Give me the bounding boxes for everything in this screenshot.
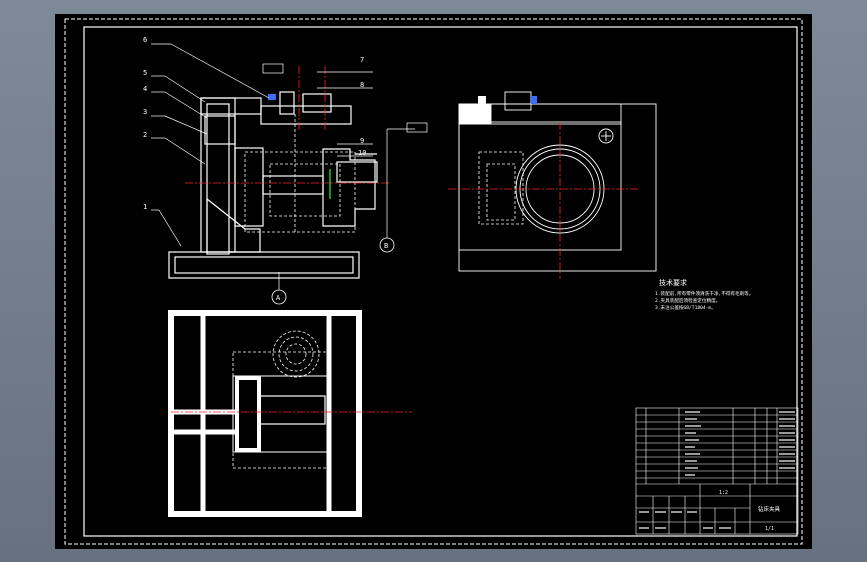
part-number-9: 9: [360, 137, 364, 145]
top-view-shaft: [258, 395, 326, 425]
callout-b-circle: [379, 237, 395, 253]
side-bushing-2: [504, 91, 532, 111]
title-block-sheet: 1/1: [765, 526, 774, 532]
column-inner: [206, 103, 230, 255]
top-view-hidden: [232, 330, 330, 469]
front-view-hidden: [244, 114, 356, 234]
side-view-frame: [458, 103, 657, 272]
shaft: [262, 175, 324, 195]
front-view-centerlines: [185, 66, 391, 184]
title-block-scale: 1:2: [719, 490, 728, 496]
part-number-7: 7: [360, 56, 364, 64]
title-block-designation: 钻床夹具: [758, 505, 781, 513]
workpiece: [322, 148, 376, 227]
part-number-3: 3: [143, 108, 147, 116]
side-pin-hole: [598, 128, 614, 144]
hidden-bore: [269, 163, 341, 217]
cad-drawing: 6 5 4 3 2 1 7 8 9 10 A B: [64, 18, 803, 545]
sheet-border-inner: [83, 26, 798, 537]
side-blue-marker: [531, 96, 537, 104]
part-number-1: 1: [143, 203, 147, 211]
title-block: [635, 407, 799, 535]
part-number-5: 5: [143, 69, 147, 77]
note-line-3: 3.未注公差按GB/T1804-m。: [655, 304, 716, 311]
note-line-1: 1.装配前,所有零件须清洗干净,不得有毛刺等。: [655, 290, 753, 297]
parts-list-text-marks: [639, 411, 795, 529]
side-body: [458, 121, 622, 251]
base-plate: [168, 251, 360, 279]
callout-a-circle: [271, 289, 287, 305]
side-hidden-slot: [478, 151, 524, 225]
bushing-1: [279, 91, 295, 115]
parts-list-rows: [636, 414, 798, 479]
callout-a-label: A: [276, 294, 281, 302]
side-view: [458, 103, 657, 272]
part-number-10: 10: [358, 149, 366, 157]
parts-list-columns: [645, 408, 778, 484]
notes-title: 技术要求: [659, 278, 687, 287]
side-bushing-1: [478, 96, 486, 110]
side-view-hidden: [478, 151, 524, 225]
column: [200, 97, 236, 253]
side-block: [458, 103, 492, 125]
hidden-outline: [244, 151, 356, 233]
drawing-canvas: 6 5 4 3 2 1 7 8 9 10 A B: [55, 14, 812, 549]
front-view: [168, 91, 378, 279]
tolerance-frame-1: [262, 63, 284, 74]
side-view-centerlines: [448, 122, 640, 279]
part-number-4: 4: [143, 85, 147, 93]
top-arm: [200, 97, 262, 115]
base-plate-inner: [174, 256, 354, 274]
top-view: [168, 310, 362, 517]
blue-marker: [268, 94, 276, 100]
part-number-8: 8: [360, 81, 364, 89]
part-leaders: [151, 43, 415, 290]
tolerance-frame-2: [406, 122, 428, 133]
part-number-6: 6: [143, 36, 147, 44]
callout-b-label: B: [384, 242, 388, 250]
note-line-2: 2.夹具装配后须检查定位精度。: [655, 297, 720, 304]
side-hidden-slot-inner: [486, 163, 516, 221]
sheet-border-outer: [64, 18, 803, 545]
part-number-2: 2: [143, 131, 147, 139]
gusset: [206, 197, 261, 253]
clamp-block: [204, 115, 236, 145]
top-view-body: [232, 375, 330, 453]
bushing-2: [302, 93, 332, 113]
drill-plate: [260, 105, 352, 125]
shaft-flange: [234, 147, 264, 227]
nut: [336, 161, 378, 183]
top-view-flange: [235, 376, 261, 452]
